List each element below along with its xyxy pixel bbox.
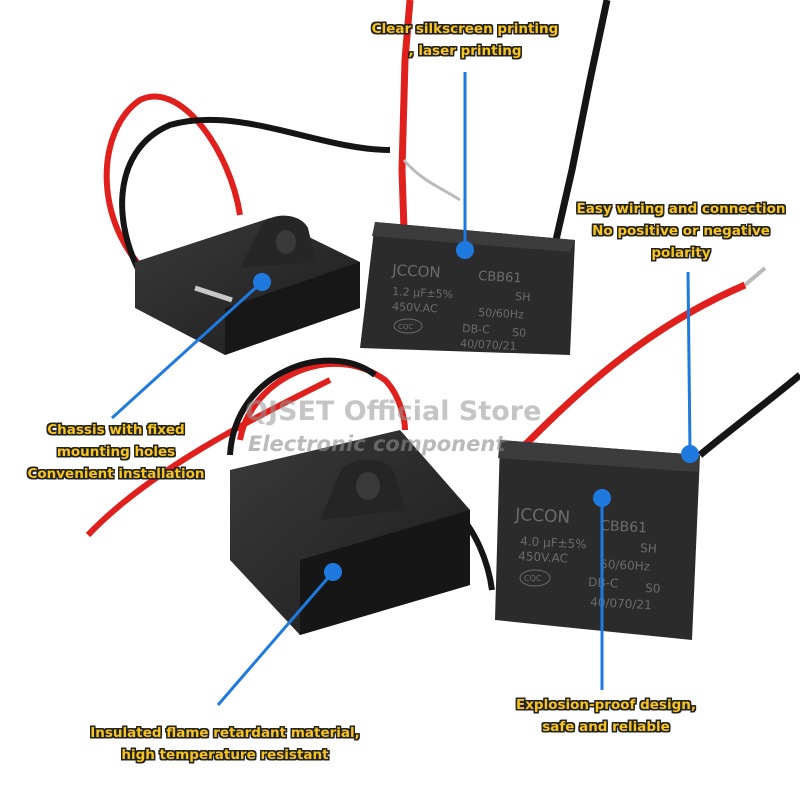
pointer-dot-explosion	[593, 489, 611, 507]
capacitor-frequency: 50/60Hz	[600, 557, 651, 574]
capacitor-body	[495, 440, 700, 640]
pointer-wiring	[686, 271, 692, 453]
pointer-insulated	[216, 571, 335, 706]
wire-lead	[194, 285, 233, 303]
callout-insulated: Insulated flame retardant material, high…	[64, 722, 386, 766]
capacitor-voltage: 450V.AC	[392, 300, 439, 315]
capacitor-cert: CQC	[524, 574, 542, 583]
callout-explosion-line-2: safe and reliable	[542, 719, 670, 735]
callout-insulated-line-2: high temperature resistant	[121, 747, 329, 763]
watermark-sub: Electronic component	[248, 432, 506, 456]
callout-explosion-line-1: Explosion-proof design,	[516, 697, 696, 713]
red-wire	[398, 0, 414, 231]
watermark-store: QJSET Official Store	[245, 396, 542, 427]
callout-wiring-line-1: Easy wiring and connection	[576, 201, 786, 217]
capacitor-top	[372, 222, 575, 252]
callout-explosion: Explosion-proof design, safe and reliabl…	[490, 694, 722, 738]
capacitor-side	[225, 262, 360, 355]
capacitor-body	[360, 222, 575, 355]
capacitor-bottom-left	[85, 357, 495, 635]
callout-wiring-line-2: No positive or negative	[592, 223, 770, 239]
capacitor-brand: JCCON	[391, 261, 441, 282]
callout-chassis-line-1: Chassis with fixed	[47, 422, 185, 438]
capacitor-model: CBB61	[600, 518, 648, 536]
black-wire	[552, 0, 611, 241]
capacitor-capacitance: 1.2 μF±5%	[392, 285, 454, 301]
capacitor-voltage: 450V.AC	[518, 549, 568, 566]
pointer-dot-printing	[456, 241, 474, 259]
capacitor-side	[300, 510, 470, 635]
capacitor-top-right: JCCON CBB61 1.2 μF±5% SH 450V.AC 50/60Hz…	[360, 0, 611, 355]
callout-printing-line-1: Clear silkscreen printing	[371, 21, 559, 37]
pointer-lines	[110, 72, 699, 706]
capacitor-brand: JCCON	[514, 505, 571, 528]
red-wire	[103, 93, 243, 288]
capacitor-cert: CQC	[398, 323, 413, 331]
callout-printing-line-2: , laser printing	[408, 43, 522, 59]
black-wire	[119, 116, 391, 292]
capacitor-code: SH	[515, 290, 531, 304]
pointer-dot-wiring	[681, 445, 699, 463]
capacitor-top-left	[103, 93, 391, 355]
callout-chassis-line-3: Convenient installation	[27, 466, 205, 482]
capacitor-class: DB-C	[462, 322, 491, 336]
callout-insulated-line-1: Insulated flame retardant material,	[90, 725, 360, 741]
callout-wiring-line-3: polarity	[651, 245, 711, 261]
black-wire	[227, 357, 377, 456]
black-wire	[697, 372, 800, 458]
capacitor-climate: 40/070/21	[460, 337, 517, 353]
callout-wiring: Easy wiring and connection No positive o…	[563, 198, 799, 264]
pointer-dot-chassis	[253, 273, 271, 291]
red-wire	[517, 281, 747, 453]
red-wire	[85, 377, 332, 538]
cqc-mark	[519, 569, 551, 587]
wire-lead	[743, 266, 767, 287]
pointer-chassis	[110, 280, 264, 420]
pointer-dot-insulated	[324, 563, 342, 581]
capacitor-bottom-right: JCCON CBB61 4.0 μF±5% SH 450V.AC 50/60Hz…	[495, 266, 800, 640]
capacitor-s-rating: S0	[512, 326, 527, 340]
mounting-hole	[356, 472, 380, 500]
callout-chassis: Chassis with fixed mounting holes Conven…	[18, 419, 214, 485]
capacitor-model: CBB61	[478, 269, 522, 286]
cqc-mark	[393, 318, 423, 334]
capacitor-capacitance: 4.0 μF±5%	[520, 534, 587, 551]
capacitor-code: SH	[640, 541, 657, 556]
capacitor-s-rating: S0	[645, 581, 661, 596]
wire-lead	[402, 159, 461, 202]
capacitor-frequency: 50/60Hz	[478, 306, 525, 321]
callout-printing: Clear silkscreen printing , laser printi…	[340, 18, 590, 62]
callout-chassis-line-2: mounting holes	[56, 444, 176, 460]
capacitor-top	[498, 440, 700, 472]
capacitor-climate: 40/070/21	[590, 595, 652, 612]
mounting-hole	[276, 230, 296, 254]
